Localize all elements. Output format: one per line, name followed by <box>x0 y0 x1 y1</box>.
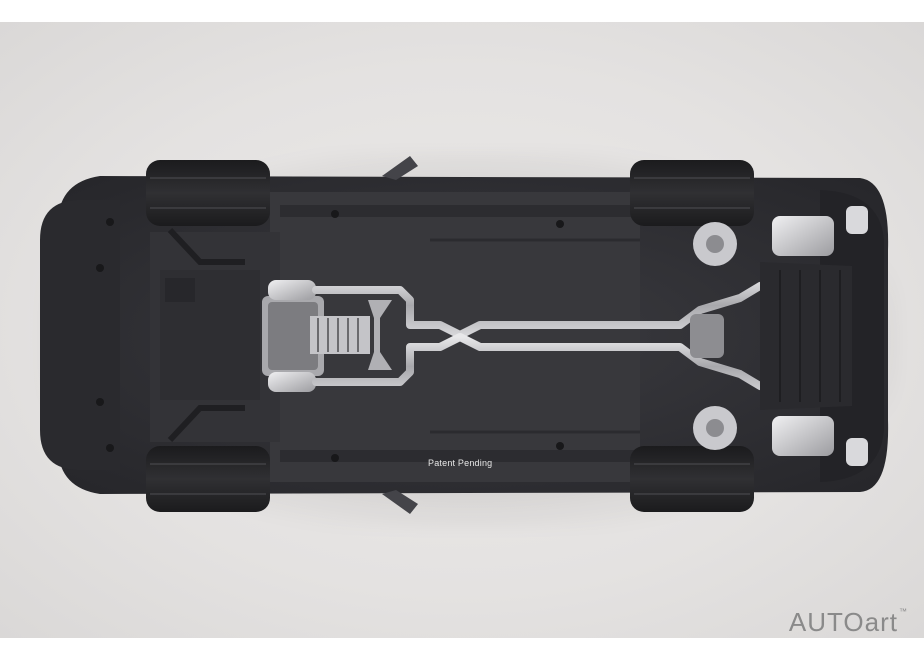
rear-left-tire <box>630 160 754 226</box>
engine-block <box>310 316 370 354</box>
mirror-bottom <box>382 490 418 514</box>
rear-diffuser <box>760 262 852 410</box>
front-control-arm-bottom <box>167 405 245 443</box>
front-left-tire <box>146 160 270 226</box>
patent-pending-label: Patent Pending <box>428 458 493 468</box>
screw <box>556 220 564 228</box>
mirror-top <box>382 156 418 180</box>
brand-logo-text: AUTOart <box>788 607 898 637</box>
exhaust-tip-top <box>846 206 868 234</box>
cross-member <box>368 300 392 370</box>
autoart-logo: AUTOart™ <box>789 607 908 638</box>
screw <box>106 218 114 226</box>
side-rail-top <box>280 205 640 217</box>
screw <box>556 442 564 450</box>
screw <box>331 210 339 218</box>
cat-converter-top <box>268 280 316 300</box>
side-rail-bottom <box>280 450 640 462</box>
front-control-arm-top <box>167 227 245 265</box>
front-bumper <box>40 200 120 470</box>
front-right-tire <box>146 446 270 512</box>
cat-converter-bottom <box>268 372 316 392</box>
screw <box>96 398 104 406</box>
screw <box>96 264 104 272</box>
rear-muffler-bottom <box>772 416 834 456</box>
exhaust-tip-bottom <box>846 438 868 466</box>
rear-differential <box>690 314 724 358</box>
exhaust-pipe-bottom <box>312 333 794 400</box>
exhaust-pipe-top <box>312 272 794 339</box>
trademark-mark: ™ <box>899 607 908 616</box>
screw <box>106 444 114 452</box>
rear-muffler-top <box>772 216 834 256</box>
screw <box>331 454 339 462</box>
rear-right-tire <box>630 446 754 512</box>
